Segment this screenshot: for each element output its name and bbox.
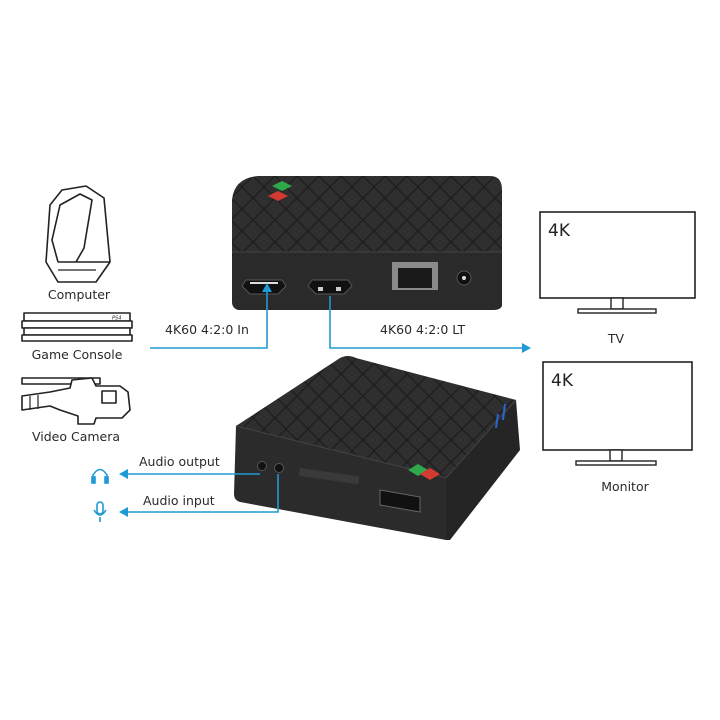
hdmi-input-connector <box>150 283 272 349</box>
audio-input-label: Audio input <box>143 493 215 508</box>
green-led <box>272 181 292 191</box>
capture-device-front <box>234 356 520 540</box>
source-label-game-console: Game Console <box>32 347 123 362</box>
red-led <box>268 191 288 201</box>
display-label-tv: TV <box>607 331 625 346</box>
video-camera-icon <box>21 377 131 425</box>
capture-device-rear <box>232 176 502 310</box>
hdmi-output-connector <box>329 296 531 353</box>
hdmi-output-label: 4K60 4:2:0 LT <box>380 322 466 337</box>
monitor-screen-text: 4K <box>551 371 574 391</box>
game-console-icon: PS4 <box>21 312 133 342</box>
usb-port <box>379 489 421 513</box>
hdmi-input-label: 4K60 4:2:0 In <box>165 322 249 337</box>
tv-screen-text: 4K <box>548 221 571 241</box>
hdmi-out-port <box>307 279 353 295</box>
hdmi-in-port <box>241 279 287 295</box>
svg-text:PS4: PS4 <box>112 316 121 322</box>
computer-tower-icon <box>45 185 111 283</box>
source-label-computer: Computer <box>48 287 111 302</box>
audio-output-connector <box>119 469 260 479</box>
headphone-jack <box>257 461 267 471</box>
tv-icon: 4K <box>539 211 696 314</box>
source-label-video-camera: Video Camera <box>32 429 120 444</box>
microphone-icon <box>93 501 107 522</box>
microphone-jack <box>274 463 284 473</box>
audio-input-connector <box>119 474 279 517</box>
monitor-icon: 4K <box>542 361 693 466</box>
audio-output-label: Audio output <box>139 454 220 469</box>
display-label-monitor: Monitor <box>601 479 649 494</box>
headphones-icon <box>91 468 109 484</box>
